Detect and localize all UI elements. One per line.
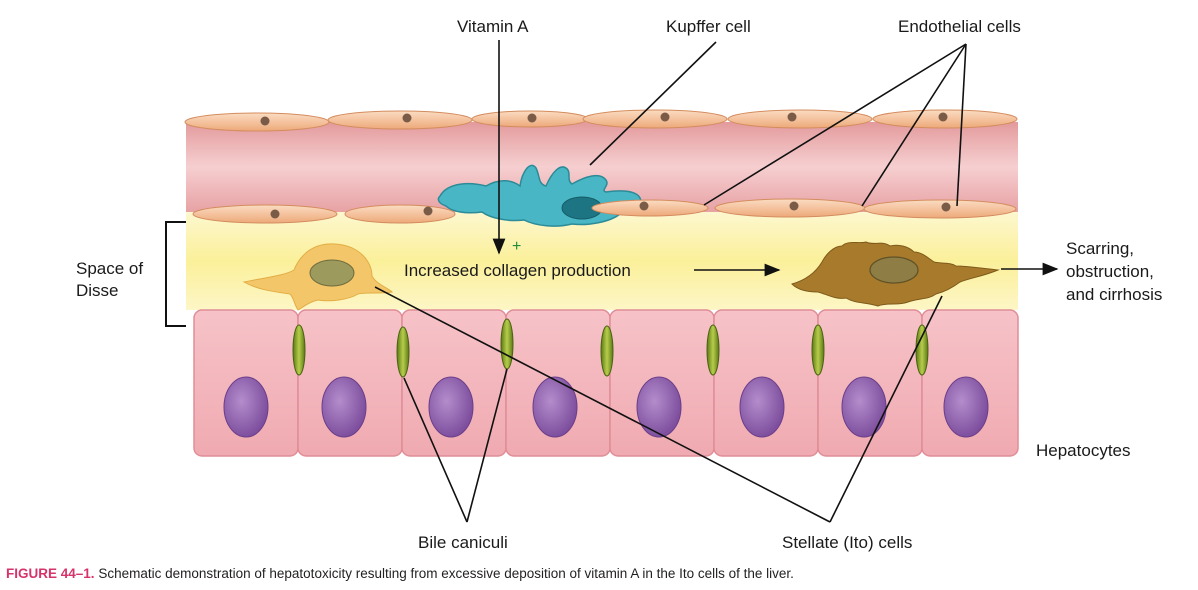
hepatocyte-nucleus — [428, 376, 474, 438]
endothelial-leader-1 — [703, 43, 967, 206]
sinusoid — [186, 122, 1018, 212]
endothelial-cell — [327, 110, 473, 130]
stellate-leader-2 — [829, 295, 943, 523]
figure-number: FIGURE 44–1. — [6, 566, 95, 581]
bile-canaliculus — [600, 325, 614, 377]
bile-canaliculus — [915, 324, 929, 376]
kupffer-leader — [589, 41, 717, 166]
bile-canaliculus — [706, 324, 720, 376]
endothelial-cell — [863, 199, 1017, 219]
increased-collagen-label: Increased collagen production — [404, 261, 631, 280]
hepatocytes-label: Hepatocytes — [1036, 441, 1131, 460]
hepatocyte-nucleus — [321, 376, 367, 438]
stellate-cell-quiescent — [242, 243, 394, 311]
bile-canaliculus — [292, 324, 306, 376]
bile-canaliculus — [500, 318, 514, 370]
endothelial-leader-2 — [861, 43, 967, 207]
bile-canaliculus — [811, 324, 825, 376]
bile-caniculi-leader-1 — [403, 377, 468, 523]
hepatocyte-nucleus — [223, 376, 269, 438]
hepatocyte-nucleus — [739, 376, 785, 438]
endothelial-cell — [591, 199, 709, 217]
kupffer-cell-label: Kupffer cell — [666, 17, 751, 36]
plus-sign: + — [512, 238, 522, 255]
stellate-leader-1 — [374, 286, 831, 523]
vitamin-a-label: Vitamin A — [457, 17, 529, 36]
kupffer-cell-shape — [437, 164, 642, 227]
hepatocyte-nucleus — [532, 376, 578, 438]
space-of-disse-label-line1: Space of — [76, 259, 144, 278]
hepatocyte-nucleus — [943, 376, 989, 438]
leader-lines — [374, 40, 1059, 523]
endothelial-cell — [582, 109, 728, 129]
space-of-disse-label-line2: Disse — [76, 281, 119, 300]
stellate-cell-activated — [791, 241, 1000, 307]
space-of-disse-bracket — [165, 221, 186, 327]
endothelial-row-bottom — [192, 198, 1017, 224]
endothelial-cell — [184, 112, 330, 132]
figure-caption-text: Schematic demonstration of hepatotoxicit… — [98, 566, 794, 581]
endothelial-cells-label: Endothelial cells — [898, 17, 1021, 36]
endothelial-cell — [192, 204, 338, 224]
stellate-cells-label: Stellate (Ito) cells — [782, 533, 913, 552]
hepatocyte-layer — [193, 309, 1019, 457]
endothelial-leader-3 — [956, 43, 967, 207]
endothelial-cell — [344, 204, 456, 224]
bile-canaliculus — [396, 326, 410, 378]
bile-caniculi-label: Bile caniculi — [418, 533, 508, 552]
hepatocyte-nucleus — [841, 376, 887, 438]
outcome-label-line3: and cirrhosis — [1066, 285, 1163, 304]
outcome-label-line2: obstruction, — [1066, 262, 1154, 281]
endothelial-cell — [727, 109, 873, 129]
bile-caniculi-leader-2 — [466, 368, 508, 523]
hepatocyte-nucleus — [636, 376, 682, 438]
outcome-label-line1: Scarring, — [1066, 239, 1135, 258]
figure-caption: FIGURE 44–1. Schematic demonstration of … — [6, 566, 794, 581]
